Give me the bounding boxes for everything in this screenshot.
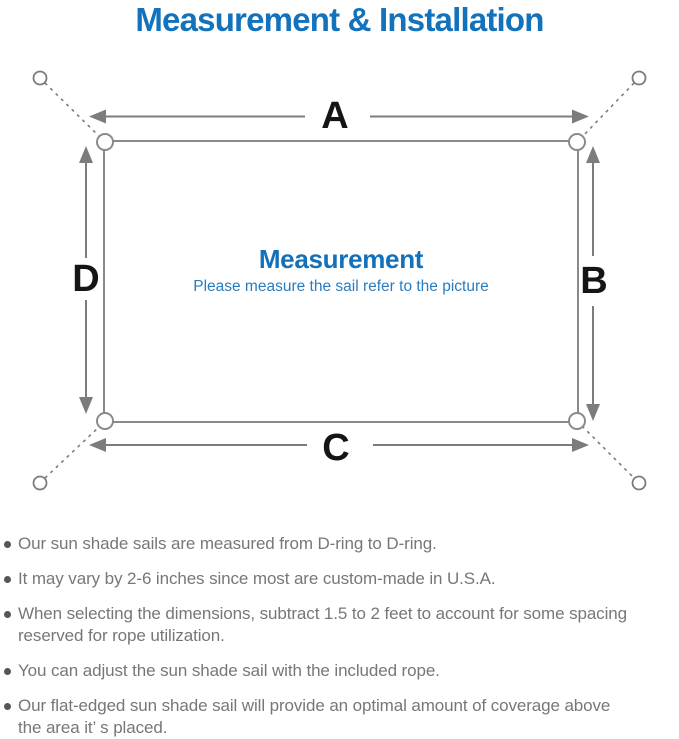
dimension-label-b: B [580, 260, 607, 302]
dimension-label-a: A [321, 95, 348, 137]
d-rings [96, 133, 586, 430]
bullet-icon [4, 611, 11, 618]
arrow-a-head-left [89, 109, 106, 124]
note-text: You can adjust the sun shade sail with t… [18, 661, 440, 680]
note-text: It may vary by 2-6 inches since most are… [18, 569, 496, 588]
tether-line-bottom-left [44, 425, 101, 479]
tether-line-top-right [581, 82, 635, 138]
dimension-label-c: C [322, 427, 349, 469]
diagram-center-text: Measurement Please measure the sail refe… [104, 243, 578, 297]
measurement-subheading: Please measure the sail refer to the pic… [193, 278, 489, 295]
tether-line-top-left [44, 82, 101, 138]
tether-lines [44, 82, 635, 479]
d-ring-icon-top-right [568, 133, 586, 151]
anchor-points [32, 70, 647, 491]
bullet-icon [4, 668, 11, 675]
list-item: Our sun shade sails are measured from D-… [4, 533, 677, 555]
arrow-c-head-right [572, 438, 589, 452]
page-title: Measurement & Installation [135, 1, 544, 38]
dimension-label-d: D [72, 258, 99, 300]
notes-list: Our sun shade sails are measured from D-… [4, 533, 677, 739]
list-item: It may vary by 2-6 inches since most are… [4, 568, 677, 590]
arrow-d [79, 146, 93, 414]
d-ring-icon-bottom-left [96, 412, 114, 430]
note-text: Our sun shade sails are measured from D-… [18, 534, 437, 553]
arrow-c-head-left [89, 438, 106, 452]
note-text: Our flat-edged sun shade sail will provi… [18, 696, 611, 737]
arrow-b-head-down [586, 404, 600, 421]
d-ring-icon-top-left [96, 133, 114, 151]
measurement-diagram: A B C D [32, 70, 647, 491]
bullet-icon [4, 576, 11, 583]
anchor-point-icon-bottom-left [32, 475, 48, 491]
arrow-d-head-down [79, 397, 93, 414]
arrow-b-head-up [586, 146, 600, 163]
arrow-a-head-right [572, 109, 589, 124]
list-item: Our flat-edged sun shade sail will provi… [4, 695, 677, 739]
list-item: When selecting the dimensions, subtract … [4, 603, 677, 647]
tether-line-bottom-right [581, 425, 635, 479]
anchor-point-icon-top-left [32, 70, 48, 86]
anchor-point-icon-top-right [631, 70, 647, 86]
bullet-icon [4, 541, 11, 548]
bullet-icon [4, 703, 11, 710]
arrow-a [89, 109, 589, 124]
arrow-c [89, 438, 589, 452]
arrow-d-head-up [79, 146, 93, 163]
arrow-b [586, 146, 600, 421]
sail-outline [103, 140, 579, 423]
d-ring-icon-bottom-right [568, 412, 586, 430]
note-text: When selecting the dimensions, subtract … [18, 604, 627, 645]
measurement-heading: Measurement [258, 244, 424, 274]
list-item: You can adjust the sun shade sail with t… [4, 660, 677, 682]
anchor-point-icon-bottom-right [631, 475, 647, 491]
